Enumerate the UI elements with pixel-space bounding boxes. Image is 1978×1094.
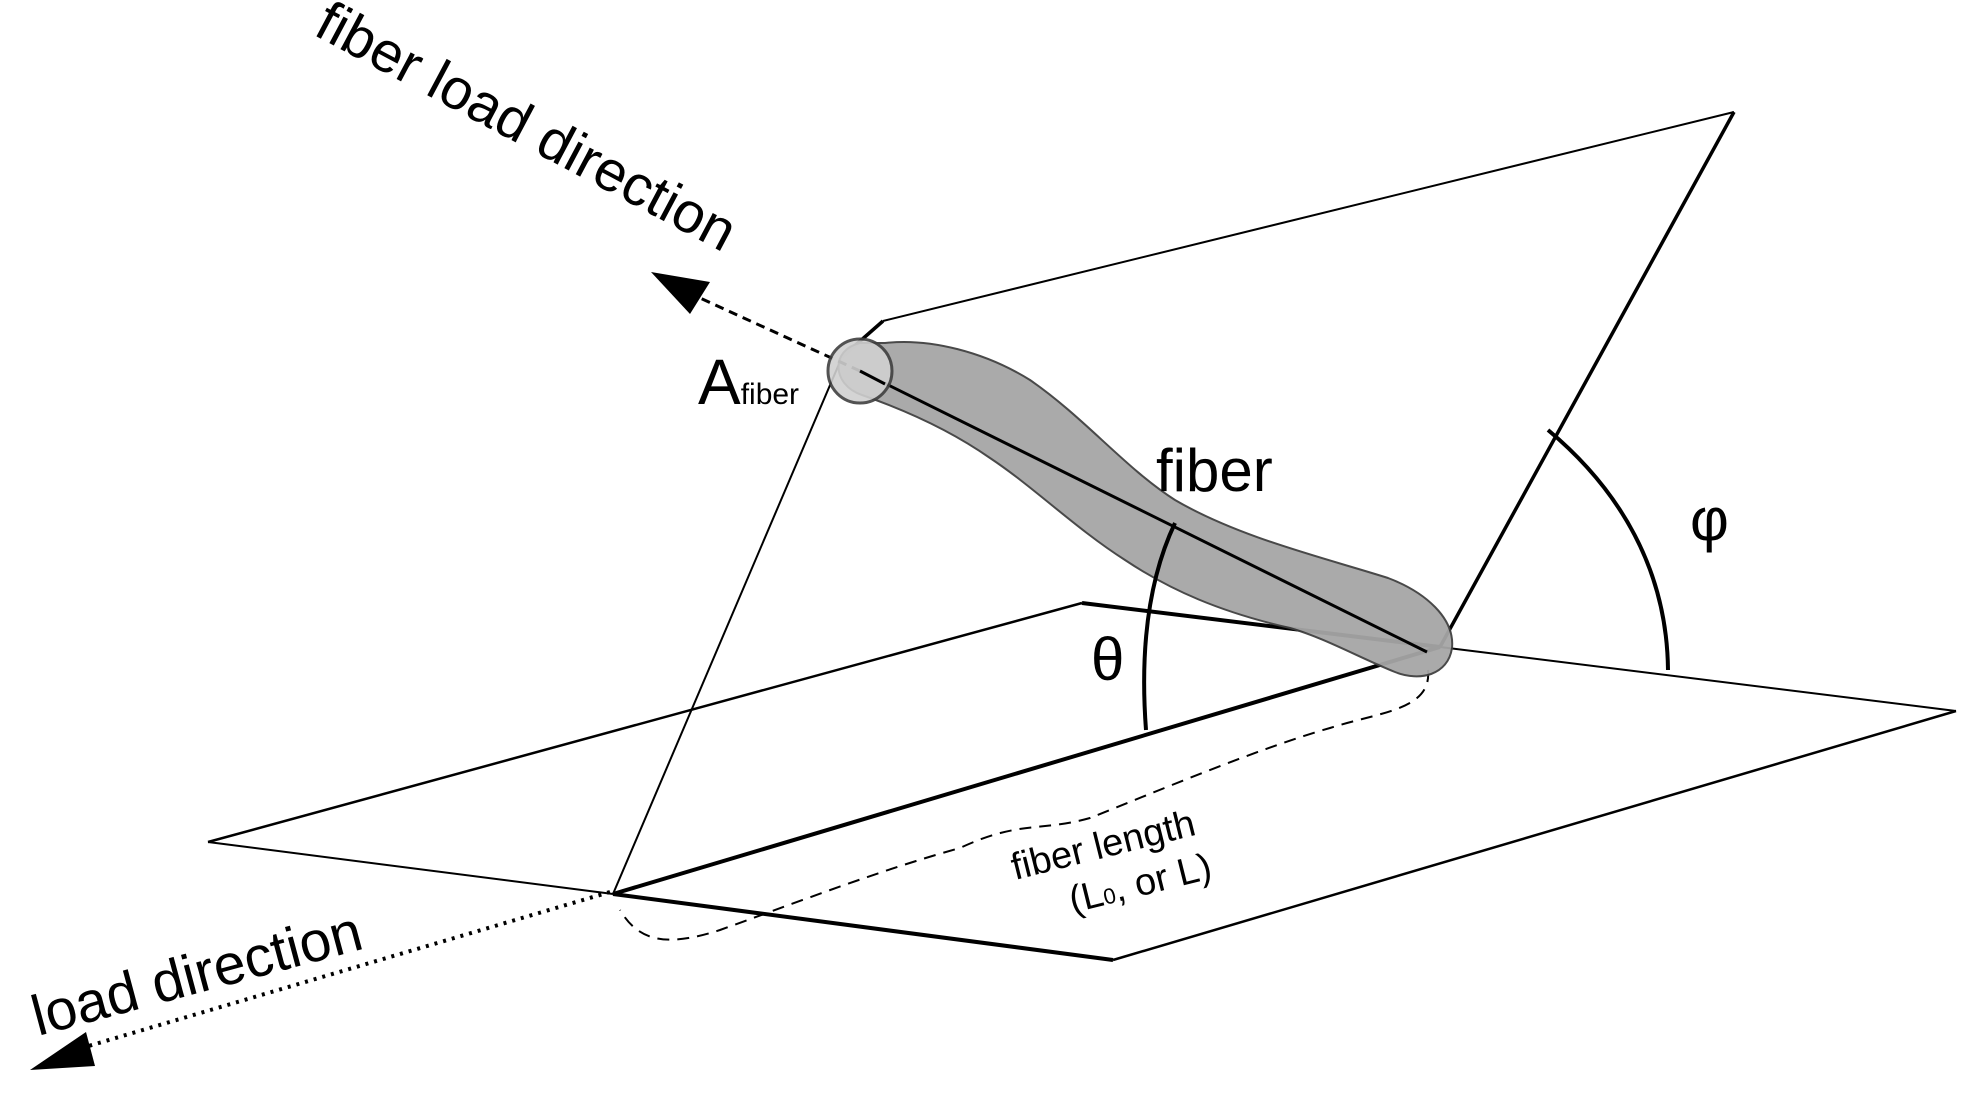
phi-label: φ bbox=[1690, 486, 1729, 553]
load-direction-dotted-line bbox=[74, 890, 611, 1052]
inclined-plane-right-edge bbox=[1438, 111, 1736, 648]
a-fiber-label-sub: fiber bbox=[741, 378, 799, 411]
horizontal-plane bbox=[207, 601, 1957, 962]
horizontal-plane-left-edge bbox=[207, 841, 614, 895]
inclined-plane bbox=[612, 111, 1736, 896]
horizontal-plane-front-right-edge bbox=[1112, 709, 1957, 962]
horizontal-plane-front-left-edge bbox=[612, 892, 1114, 962]
theta-angle-arc bbox=[1142, 522, 1177, 731]
fiber-axis-line bbox=[859, 369, 1428, 654]
horizontal-plane-back-edge bbox=[207, 601, 1083, 844]
fiber-length-line2-pre: (L bbox=[1065, 873, 1108, 922]
fiber-label: fiber bbox=[1156, 437, 1273, 504]
theta-label: θ bbox=[1091, 626, 1124, 693]
load-direction-label: load direction bbox=[25, 899, 369, 1049]
hinge-line bbox=[612, 645, 1441, 896]
inclined-plane-lower-left-edge bbox=[612, 356, 843, 895]
fiber-body bbox=[837, 341, 1454, 678]
fiber-length-line2-sub: 0 bbox=[1101, 882, 1119, 909]
fiber-load-direction-label: fiber load direction bbox=[306, 0, 747, 264]
a-fiber-label: Afiber bbox=[698, 346, 799, 418]
fiber-load-direction-arrowhead bbox=[651, 272, 710, 314]
inclined-plane-top-edge bbox=[882, 111, 1735, 322]
phi-angle-arc bbox=[1546, 428, 1670, 671]
horizontal-plane-right-edge bbox=[1439, 646, 1957, 712]
load-direction-arrowhead bbox=[30, 1032, 95, 1070]
fiber-length-label-group: fiber length (L0, or L) bbox=[1007, 802, 1216, 922]
cross-section-axis bbox=[859, 369, 886, 386]
a-fiber-label-main: A bbox=[698, 346, 741, 418]
fiber-projection-dashed bbox=[619, 669, 1430, 941]
